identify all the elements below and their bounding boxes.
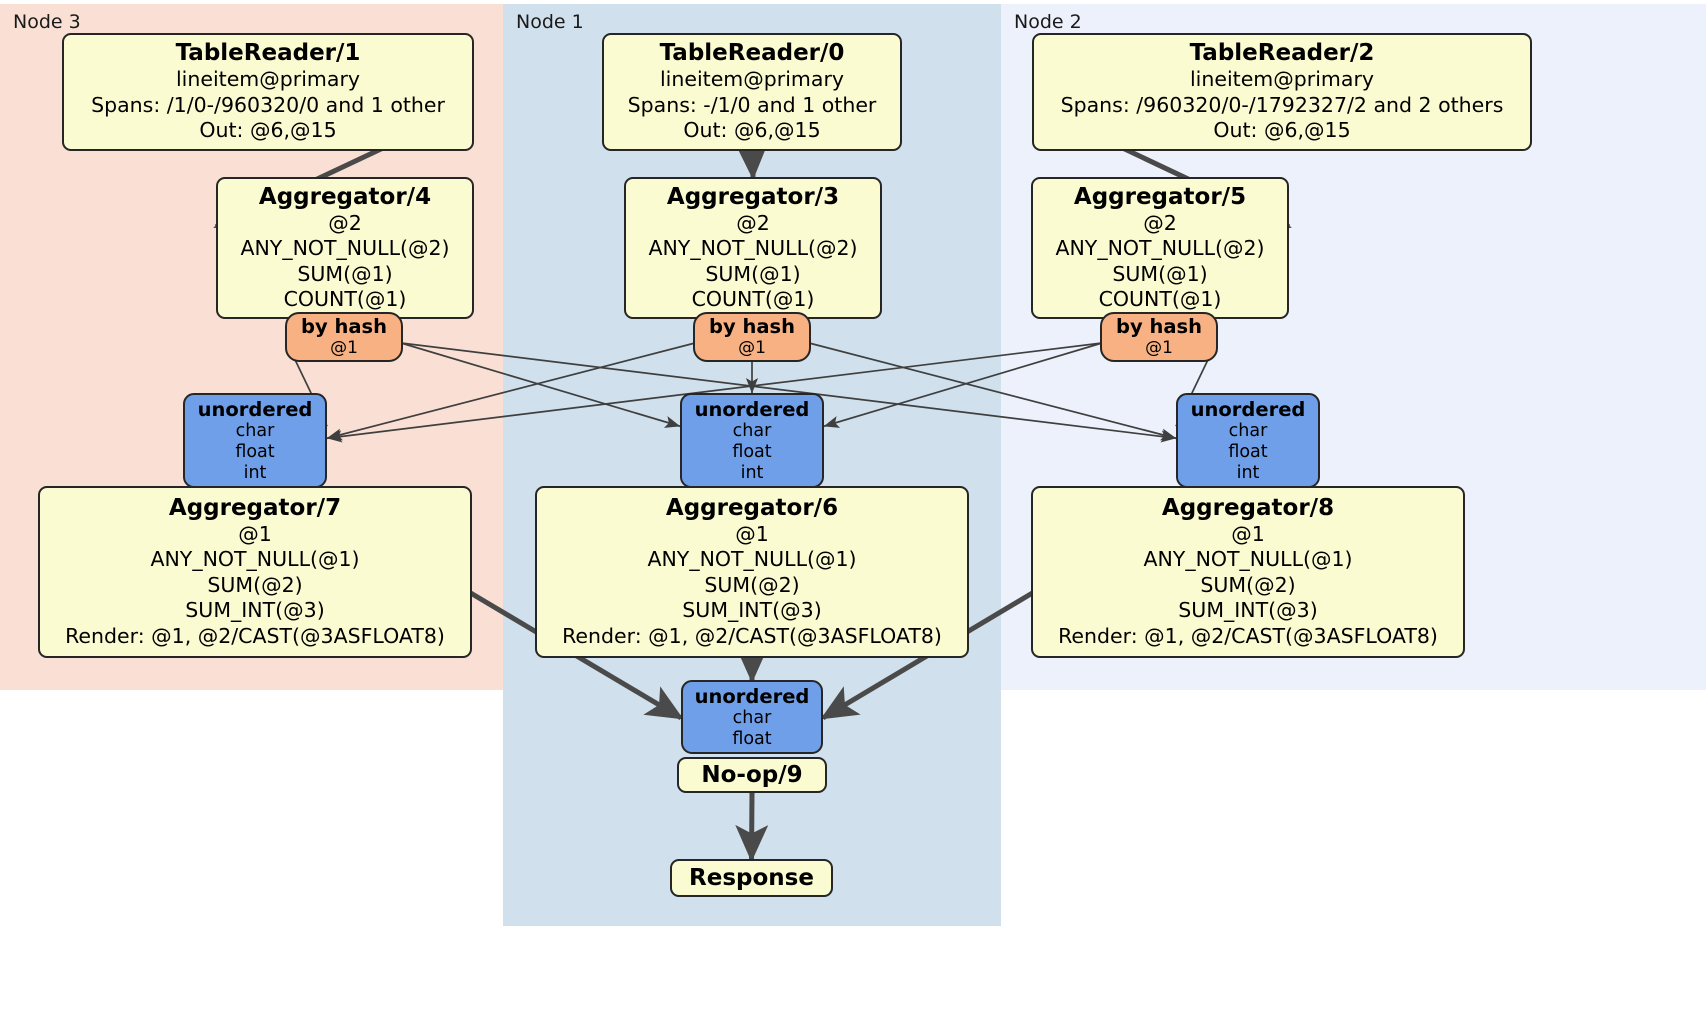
plan-node-detail-line: ANY_NOT_NULL(@1)	[1143, 547, 1353, 572]
plan-node-response[interactable]: Response	[670, 859, 833, 897]
plan-node-detail-line: SUM(@1)	[705, 261, 801, 286]
plan-node-detail-line: Render: @1, @2/CAST(@3ASFLOAT8)	[1058, 623, 1438, 648]
plan-node-detail-line: SUM_INT(@3)	[682, 598, 822, 623]
plan-node-title: unordered	[1190, 397, 1306, 421]
plan-node-detail-line: char	[732, 420, 772, 441]
plan-node-detail-line: @1	[330, 338, 358, 358]
node-panel-label-node3: Node 3	[13, 11, 81, 33]
plan-node-byhash-node1[interactable]: by hash@1	[693, 312, 811, 362]
plan-node-detail-line: COUNT(@1)	[1098, 287, 1222, 311]
plan-node-title: by hash	[301, 315, 387, 338]
plan-node-detail-line: Spans: -/1/0 and 1 other	[627, 92, 877, 117]
plan-node-detail-line: float	[732, 441, 772, 462]
plan-node-detail-line: @2	[1143, 210, 1177, 235]
plan-node-title: Aggregator/6	[665, 494, 839, 521]
plan-node-byhash-node2[interactable]: by hash@1	[1100, 312, 1218, 362]
plan-node-title: TableReader/0	[659, 40, 845, 67]
plan-node-detail-line: lineitem@primary	[1189, 67, 1375, 92]
plan-node-detail-line: lineitem@primary	[659, 67, 845, 92]
plan-node-detail-line: ANY_NOT_NULL(@2)	[648, 236, 858, 260]
plan-node-title: No-op/9	[701, 761, 803, 788]
plan-node-title: unordered	[694, 397, 810, 421]
plan-node-detail-line: int	[243, 462, 267, 483]
plan-node-byhash-node3[interactable]: by hash@1	[285, 312, 403, 362]
plan-node-detail-line: @1	[735, 521, 769, 546]
plan-node-detail-line: ANY_NOT_NULL(@1)	[150, 547, 360, 572]
node-panel-label-node2: Node 2	[1014, 11, 1082, 33]
plan-node-title: unordered	[694, 684, 810, 708]
plan-node-detail-line: int	[740, 462, 764, 483]
plan-node-detail-line: char	[1228, 420, 1268, 441]
plan-node-detail-line: Spans: /960320/0-/1792327/2 and 2 others	[1060, 92, 1504, 117]
plan-node-detail-line: SUM(@1)	[1112, 261, 1208, 286]
plan-node-detail-line: SUM_INT(@3)	[1178, 598, 1318, 623]
plan-node-detail-line: float	[732, 728, 772, 749]
plan-node-detail-line: @1	[1145, 338, 1173, 358]
plan-node-detail-line: SUM(@1)	[297, 261, 393, 286]
plan-node-detail-line: Render: @1, @2/CAST(@3ASFLOAT8)	[562, 623, 942, 648]
plan-node-title: unordered	[197, 397, 313, 421]
plan-node-detail-line: COUNT(@1)	[283, 287, 407, 311]
plan-node-detail-line: @1	[738, 338, 766, 358]
plan-node-detail-line: float	[1228, 441, 1268, 462]
plan-node-detail-line: float	[235, 441, 275, 462]
plan-node-detail-line: @2	[736, 210, 770, 235]
plan-node-detail-line: SUM_INT(@3)	[185, 598, 325, 623]
plan-node-title: Response	[689, 864, 814, 891]
plan-node-title: Aggregator/4	[258, 183, 432, 210]
plan-node-detail-line: Out: @6,@15	[1213, 118, 1351, 143]
plan-node-detail-line: @1	[238, 521, 272, 546]
node-panel-label-node1: Node 1	[516, 11, 584, 33]
plan-node-title: TableReader/1	[175, 40, 361, 67]
plan-node-detail-line: Out: @6,@15	[199, 118, 337, 143]
plan-node-detail-line: SUM(@2)	[1200, 572, 1296, 597]
plan-node-detail-line: SUM(@2)	[207, 572, 303, 597]
plan-node-detail-line: ANY_NOT_NULL(@2)	[240, 236, 450, 260]
plan-node-detail-line: @1	[1231, 521, 1265, 546]
plan-node-title: by hash	[1116, 315, 1202, 338]
plan-node-title: Aggregator/7	[168, 494, 342, 521]
plan-node-detail-line: @2	[328, 210, 362, 235]
plan-node-title: TableReader/2	[1189, 40, 1375, 67]
plan-node-detail-line: char	[732, 707, 772, 728]
plan-node-detail-line: Render: @1, @2/CAST(@3ASFLOAT8)	[65, 623, 445, 648]
plan-node-detail-line: SUM(@2)	[704, 572, 800, 597]
plan-node-detail-line: int	[1236, 462, 1260, 483]
plan-node-detail-line: COUNT(@1)	[691, 287, 815, 311]
plan-node-title: Aggregator/8	[1161, 494, 1335, 521]
plan-node-noop9[interactable]: No-op/9	[677, 757, 827, 793]
plan-node-detail-line: Spans: /1/0-/960320/0 and 1 other	[91, 92, 445, 117]
plan-node-title: Aggregator/5	[1073, 183, 1247, 210]
plan-node-title: Aggregator/3	[666, 183, 840, 210]
plan-node-detail-line: Out: @6,@15	[683, 118, 821, 143]
plan-node-title: by hash	[709, 315, 795, 338]
plan-node-detail-line: char	[235, 420, 275, 441]
plan-node-detail-line: lineitem@primary	[175, 67, 361, 92]
plan-node-detail-line: ANY_NOT_NULL(@1)	[647, 547, 857, 572]
plan-node-detail-line: ANY_NOT_NULL(@2)	[1055, 236, 1265, 260]
